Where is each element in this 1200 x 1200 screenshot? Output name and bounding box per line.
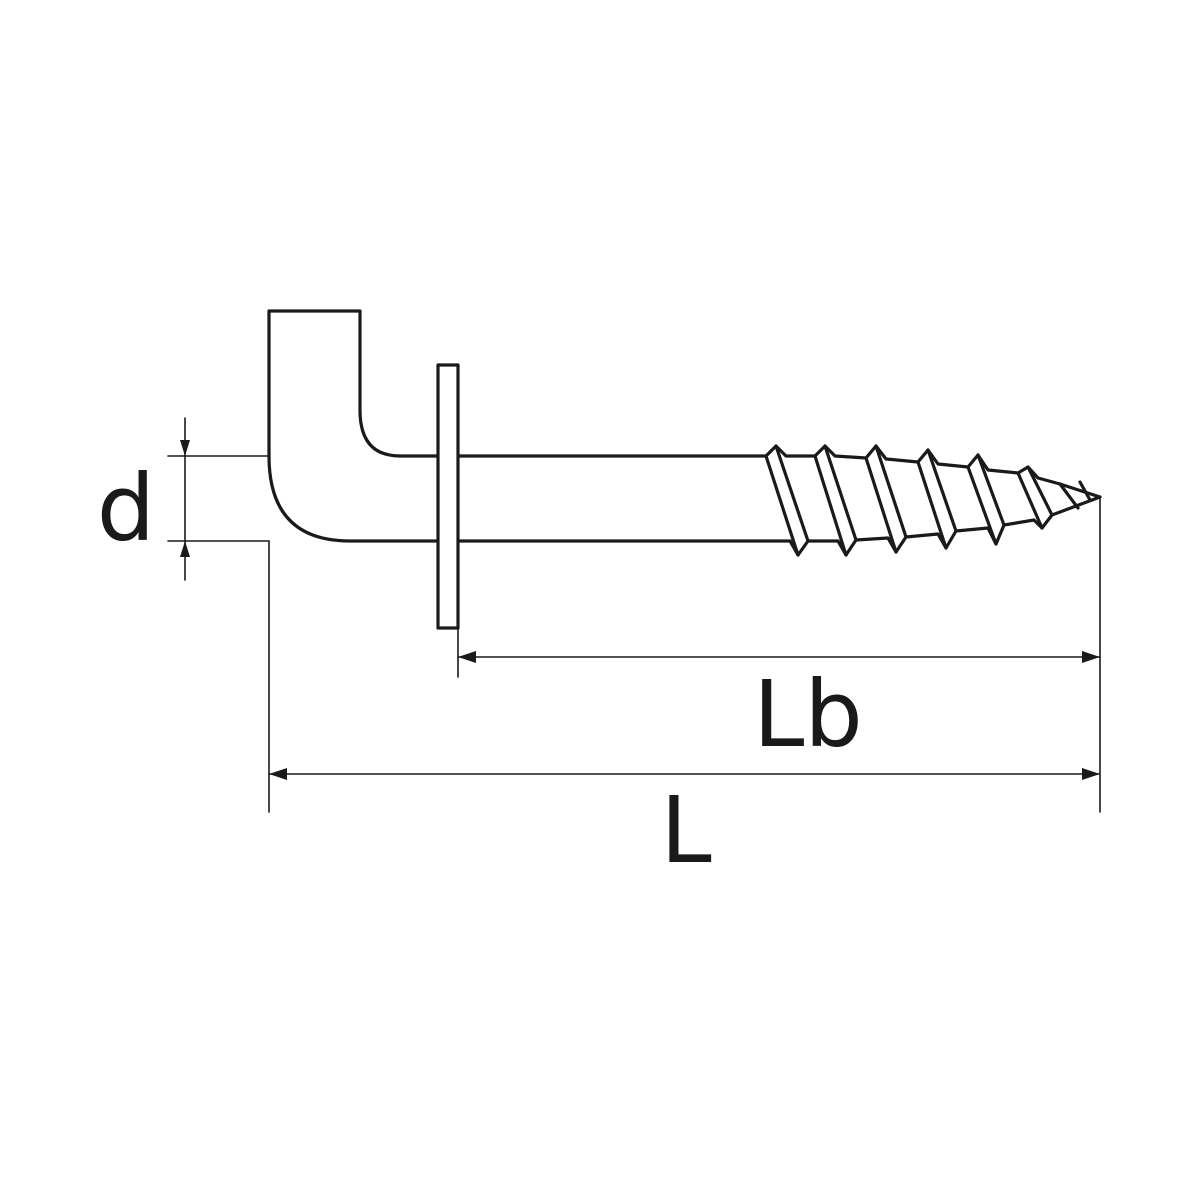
d-arrow-top — [180, 440, 190, 456]
thread-helix-4b — [926, 448, 958, 533]
thread-bottom-profile — [788, 495, 1102, 557]
thread-helix-4 — [916, 460, 948, 550]
l-arrow-right — [1082, 768, 1100, 780]
label-l: L — [660, 777, 711, 884]
lb-arrow-left — [458, 651, 476, 663]
hook-head — [267, 309, 440, 458]
thread-helix-6b — [1026, 465, 1054, 517]
thread-top-profile — [764, 444, 1102, 499]
thread-helix-1 — [764, 454, 800, 557]
thread-helix-5 — [966, 465, 998, 546]
thread-helix-3b — [874, 444, 908, 539]
thread-helix-7 — [1058, 482, 1080, 510]
l-arrow-left — [269, 768, 287, 780]
lb-arrow-right — [1082, 651, 1100, 663]
label-d: d — [97, 455, 155, 562]
hook-bend-outer — [267, 454, 440, 543]
thread-helix-2b — [823, 444, 858, 542]
thread-helix-2 — [813, 454, 848, 557]
thread-section — [764, 444, 1102, 557]
label-lb: Lb — [753, 661, 863, 768]
thread-helix-3 — [864, 456, 898, 554]
thread-helix-5b — [976, 453, 1006, 527]
collar-washer — [436, 363, 460, 630]
thread-helix-1b — [774, 444, 810, 543]
thread-helix-6 — [1016, 471, 1044, 530]
d-arrow-bottom — [180, 541, 190, 557]
thread-helix-7b — [1078, 480, 1092, 502]
